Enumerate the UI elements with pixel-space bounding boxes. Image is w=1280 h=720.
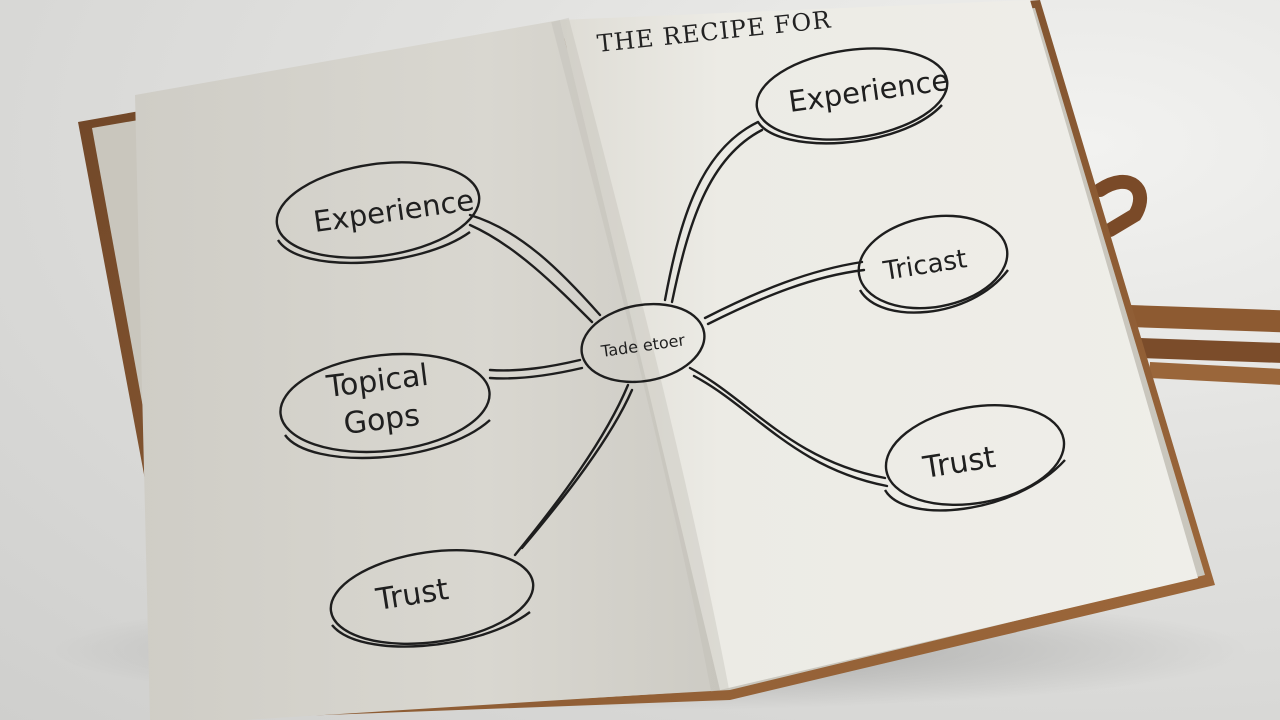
node-trust-right-1 <box>857 214 1009 310</box>
node-trust-right-1-shadow <box>858 269 1009 314</box>
node-trust-right-2-shadow <box>883 459 1066 512</box>
mindmap-nodes <box>275 47 1066 648</box>
mindmap-connectors <box>468 120 889 557</box>
node-center <box>580 302 706 384</box>
node-topical-gaps-shadow <box>284 419 491 460</box>
leather-straps <box>1093 174 1280 386</box>
left-page <box>135 20 720 720</box>
node-experience-left-shadow <box>276 231 471 265</box>
node-experience-right <box>755 47 949 141</box>
node-trust-left <box>329 549 535 645</box>
right-page <box>560 0 1198 690</box>
node-trust-left-shadow <box>331 611 531 648</box>
node-experience-left <box>275 161 481 259</box>
node-trust-right-2 <box>884 404 1066 506</box>
book-gutter <box>551 17 729 692</box>
node-topical-gaps <box>279 352 491 454</box>
node-experience-right-shadow <box>757 104 943 145</box>
